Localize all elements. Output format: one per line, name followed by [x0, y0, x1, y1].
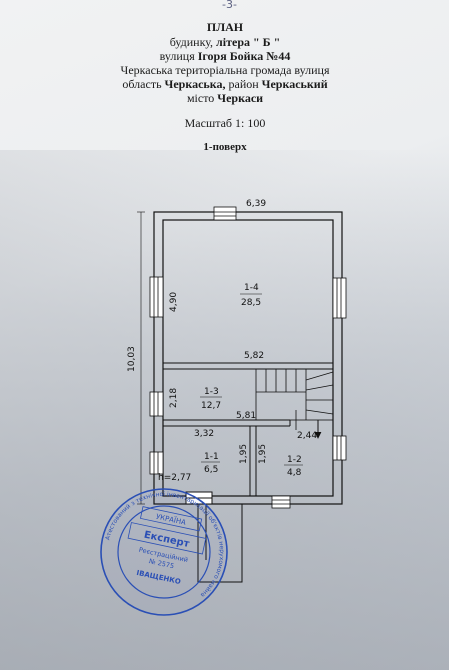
- room-1-3-id: 1-3: [204, 387, 219, 397]
- dim-room12-width: 2,44: [297, 431, 317, 441]
- expert-stamp: Атестований з технічної інвентаризації о…: [97, 480, 236, 616]
- outer-walls: [153, 211, 343, 505]
- dim-room11-height: 1,95: [239, 444, 249, 464]
- header-line-region: область Черкаська, район Черкаський: [122, 77, 328, 91]
- room-1-3-area: 12,7: [201, 401, 221, 411]
- interior-walls: [163, 362, 333, 496]
- header-line-street: вулиця Ігоря Бойка №44: [159, 49, 291, 63]
- room-1-1-id: 1-1: [204, 452, 219, 462]
- doc-title: ПЛАН: [206, 20, 244, 34]
- page-marker: -3-: [222, 0, 237, 11]
- header-line-city: місто Черкаси: [186, 91, 264, 105]
- room-1-4-area: 28,5: [241, 298, 261, 308]
- dim-room14-height: 4,90: [169, 292, 179, 312]
- floor-label: 1-поверх: [203, 141, 247, 153]
- photo-shadow: [0, 150, 449, 670]
- header-line-community: Черкаська територіальна громада вулиця: [120, 63, 330, 77]
- room-1-4-id: 1-4: [244, 283, 259, 293]
- dim-room11-width: 3,32: [194, 429, 214, 439]
- dim-mid-width: 5,82: [244, 351, 264, 361]
- dim-lower-width: 5,81: [236, 411, 256, 421]
- dim-room13-height: 2,18: [169, 388, 179, 408]
- windows: [149, 206, 347, 509]
- room-1-2-id: 1-2: [287, 455, 302, 465]
- dim-ceiling-height: h=2,77: [158, 473, 191, 483]
- scale-label: Масштаб 1: 100: [184, 116, 266, 130]
- stairs: [255, 368, 334, 439]
- dim-room12-height: 1,95: [258, 444, 268, 464]
- dim-overall-height: 10,03: [127, 346, 137, 372]
- room-1-1-area: 6,5: [204, 465, 218, 475]
- header-line-building: будинку, літера " Б ": [169, 35, 281, 49]
- dim-top-width: 6,39: [246, 199, 266, 209]
- room-1-2-area: 4,8: [287, 468, 302, 478]
- dimension-lines: [137, 211, 145, 505]
